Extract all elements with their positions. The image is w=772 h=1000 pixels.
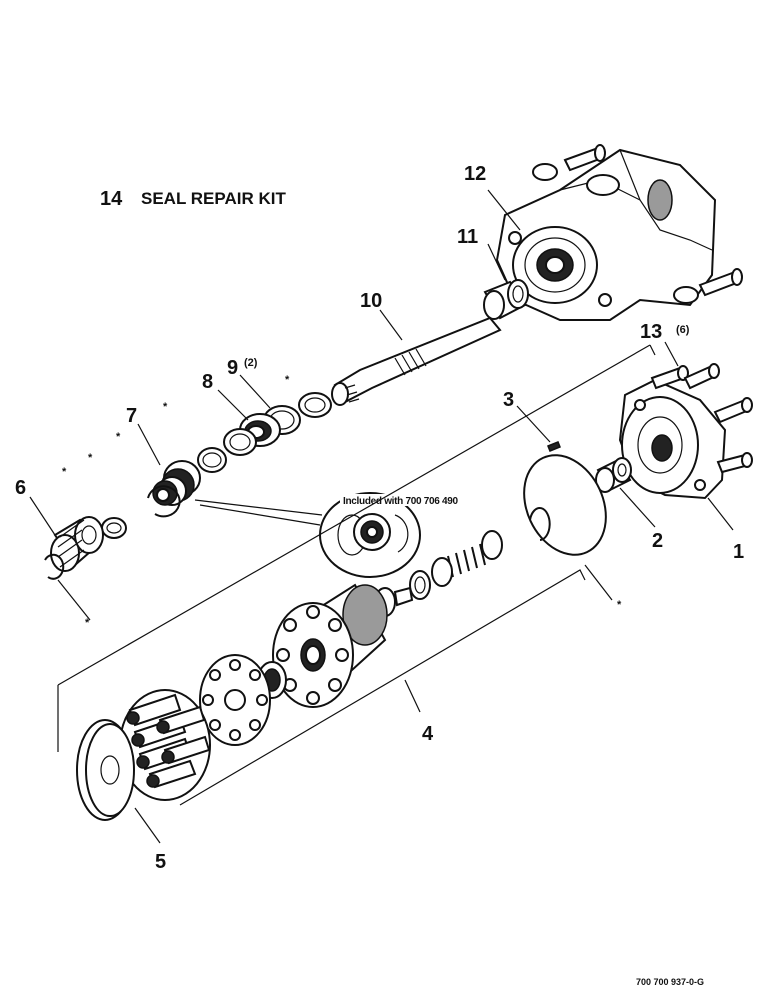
housing-part-12 bbox=[495, 148, 717, 321]
asterisk-marker: * bbox=[285, 374, 290, 386]
callout-5: 5 bbox=[155, 851, 166, 873]
callout-2: 2 bbox=[652, 530, 663, 552]
asterisk-marker: * bbox=[62, 466, 67, 478]
kit-number: 14 bbox=[100, 188, 123, 210]
kit-title-text: SEAL REPAIR KIT bbox=[141, 189, 286, 208]
callout-9: 9 bbox=[227, 357, 238, 379]
snap-ring bbox=[101, 517, 127, 539]
leader-lines bbox=[29, 189, 734, 844]
bolt-part-13 bbox=[650, 363, 753, 474]
piston-group bbox=[119, 689, 211, 801]
pin-part-3 bbox=[547, 441, 561, 452]
asterisk-marker: * bbox=[85, 617, 90, 629]
bearing-part-11 bbox=[483, 279, 529, 320]
callout-3: 3 bbox=[503, 389, 514, 411]
housing-bolt bbox=[532, 144, 606, 181]
asterisk-marker: * bbox=[88, 452, 93, 464]
callout-10: 10 bbox=[360, 290, 382, 312]
seal-ring-part-9 bbox=[298, 392, 332, 418]
asterisk-marker: * bbox=[163, 401, 168, 413]
snap-ring bbox=[147, 485, 181, 518]
callout-13-qty: (6) bbox=[676, 324, 690, 336]
swash-plate-part-5 bbox=[76, 719, 135, 821]
housing-bolt bbox=[673, 268, 743, 304]
coupling-part-6 bbox=[50, 516, 104, 572]
callout-6: 6 bbox=[15, 477, 26, 499]
seal-ring bbox=[197, 447, 227, 473]
figure-id: 700 700 937-0-G bbox=[636, 977, 704, 987]
callout-9-qty: (2) bbox=[244, 357, 258, 369]
cylinder-block-part-4 bbox=[272, 583, 388, 708]
callout-13: 13 bbox=[640, 321, 662, 343]
callout-8: 8 bbox=[202, 371, 213, 393]
asterisk-marker: * bbox=[116, 431, 121, 443]
seal-ring bbox=[223, 428, 257, 456]
kit-title: 14 SEAL REPAIR KIT bbox=[100, 188, 286, 210]
retainer-plate bbox=[199, 654, 271, 746]
callout-7: 7 bbox=[126, 405, 137, 427]
asterisk-marker: * bbox=[617, 599, 622, 611]
callout-4: 4 bbox=[422, 723, 434, 745]
gasket bbox=[523, 454, 607, 556]
spring bbox=[374, 530, 503, 617]
callout-1: 1 bbox=[733, 541, 744, 563]
snap-ring bbox=[44, 553, 65, 580]
shaft-part-10 bbox=[331, 316, 502, 406]
callout-12: 12 bbox=[464, 163, 486, 185]
snap-ring bbox=[529, 507, 551, 541]
group-bracket-4 bbox=[57, 344, 656, 806]
inset-detail bbox=[194, 492, 480, 578]
bearing-part-2 bbox=[595, 457, 632, 493]
seal-part-7 bbox=[152, 460, 201, 506]
inset-note: Included with 700 706 490 bbox=[343, 496, 459, 507]
cover-part-1 bbox=[618, 378, 727, 500]
callout-11: 11 bbox=[457, 226, 478, 248]
